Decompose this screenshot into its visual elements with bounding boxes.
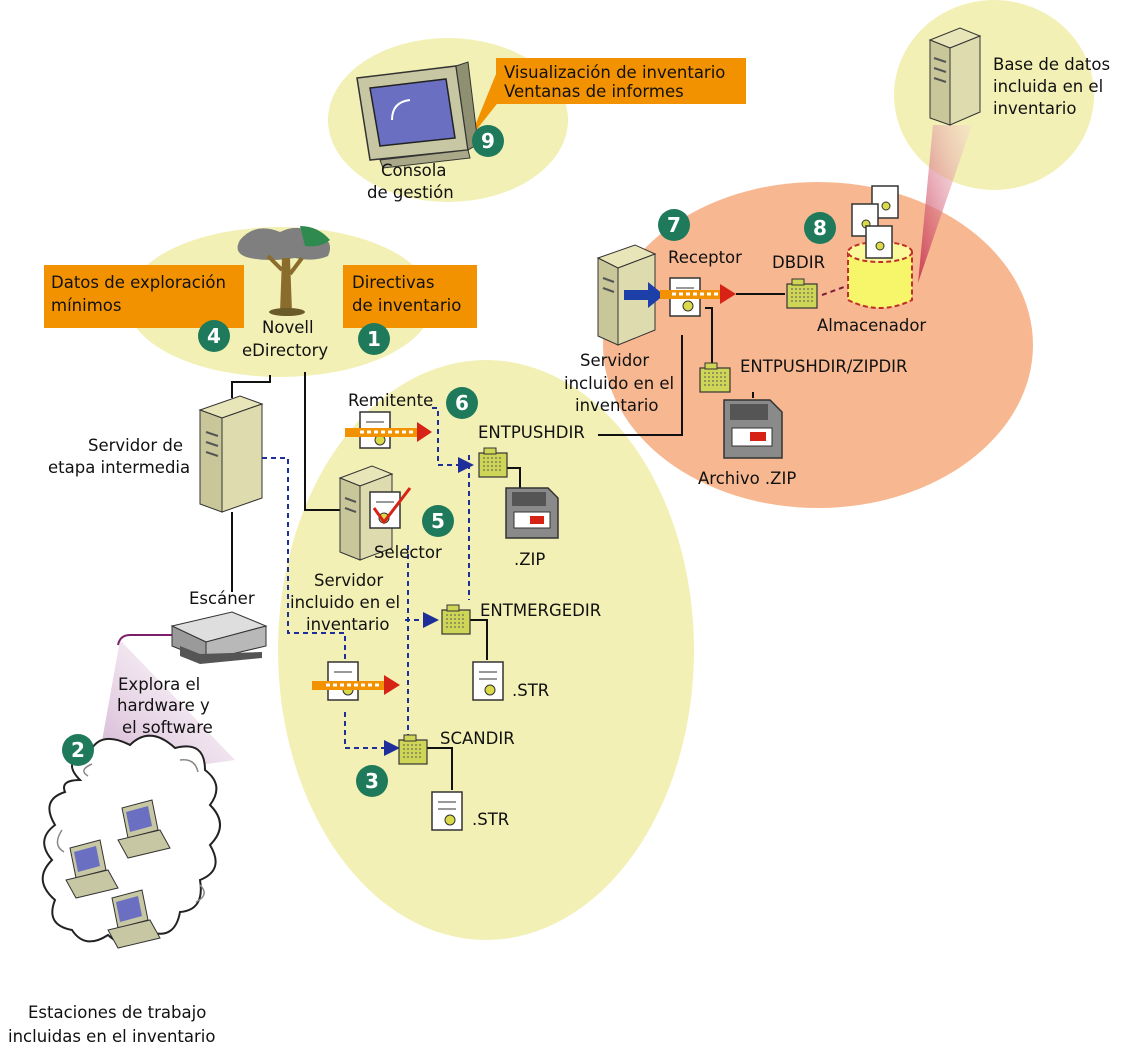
zip-disk-icon: [723, 399, 783, 459]
database-server-icon: [928, 27, 982, 126]
badge-4-number: 4: [207, 324, 221, 348]
transfer-arrow-icon: [312, 675, 400, 695]
monitor-icon: [356, 61, 479, 169]
novell-label-line1: Novell: [262, 318, 314, 337]
rserver-label-line2: incluido en el: [564, 374, 674, 393]
callout-policies-line1: Directivas: [352, 273, 434, 292]
badge-9-number: 9: [481, 129, 495, 153]
callout-policies: Directivas de inventario: [343, 265, 477, 328]
selector-document-icon: [369, 487, 412, 529]
badge-7-number: 7: [667, 213, 681, 237]
console-label-line2: de gestión: [367, 183, 454, 202]
step-badge-5: 5: [422, 505, 454, 537]
data-flow-dashed: [262, 407, 474, 756]
entmergedir-label: ENTMERGEDIR: [480, 601, 601, 620]
database-beam: [918, 125, 972, 283]
transfer-arrow-icon: [345, 422, 432, 442]
entpush-zipdir-label: ENTPUSHDIR/ZIPDIR: [740, 357, 908, 376]
console-label-line1: Consola: [381, 161, 446, 180]
scandir-label: SCANDIR: [440, 729, 515, 748]
zip-file-label: Archivo .ZIP: [698, 469, 796, 488]
folder-icon: [699, 362, 731, 393]
document-icon: [472, 661, 504, 701]
rserver-label-line1: Servidor: [580, 351, 649, 370]
novell-label-line2: eDirectory: [242, 341, 328, 360]
str1-label: .STR: [512, 681, 549, 700]
document-icon: [431, 791, 463, 831]
scans-label-line1: Explora el: [118, 675, 200, 694]
receiving-server-zone: [603, 182, 1033, 508]
callout-min-scan-line2: mínimos: [51, 296, 121, 315]
badge-8-number: 8: [813, 216, 827, 240]
badge-1-number: 1: [367, 327, 381, 351]
db-label-line3: inventario: [993, 99, 1076, 118]
badge-2-number: 2: [71, 738, 85, 762]
zip-disk-icon: [505, 487, 559, 539]
step-badge-2: 2: [62, 734, 94, 766]
computer-icon: [107, 889, 161, 949]
step-badge-7: 7: [658, 209, 690, 241]
callout-inventory-view-line1: Visualización de inventario: [504, 63, 725, 82]
step-badge-3: 3: [356, 765, 388, 797]
workstations-label-line2: incluidas en el inventario: [8, 1027, 215, 1046]
folder-icon: [786, 278, 818, 309]
entpushdir-label: ENTPUSHDIR: [478, 423, 585, 442]
folder-icon: [478, 447, 508, 478]
computer-icon: [65, 839, 119, 899]
callout-min-scan-line1: Datos de exploración: [51, 273, 226, 292]
inv-server-label-line2: incluido en el: [290, 593, 400, 612]
storer-database-icon: [847, 241, 913, 309]
scans-label-line2: hardware y: [117, 696, 210, 715]
rserver-label-line3: inventario: [575, 396, 658, 415]
selector-label: Selector: [374, 543, 442, 562]
zip-label: .ZIP: [514, 550, 545, 569]
sender-label: Remitente: [348, 391, 433, 410]
computer-icon: [117, 799, 171, 859]
tree-icon: [237, 226, 331, 316]
db-label-line1: Base de datos: [993, 55, 1110, 74]
str2-label: .STR: [472, 810, 509, 829]
step-badge-6: 6: [446, 387, 478, 419]
scanner-icon: [170, 611, 268, 664]
inv-server-label-line3: inventario: [306, 615, 389, 634]
callout-inventory-view-line2: Ventanas de informes: [504, 82, 684, 101]
workstations-label-line1: Estaciones de trabajo: [28, 1003, 206, 1022]
scanner-cable: [117, 634, 172, 646]
callout-min-scan: Datos de exploración mínimos: [44, 265, 244, 328]
step-badge-9: 9: [472, 125, 504, 157]
step-badge-1: 1: [358, 323, 390, 355]
connector-lines: [231, 307, 754, 790]
callout-policies-line2: de inventario: [352, 296, 461, 315]
callout-inventory-view: Visualización de inventario Ventanas de …: [470, 58, 746, 138]
inv-server-label-line1: Servidor: [314, 571, 383, 590]
transfer-arrow-icon: [660, 284, 736, 304]
receiver-label: Receptor: [668, 248, 742, 267]
receive-arrow-icon: [624, 282, 664, 308]
staging-server-icon: [198, 395, 264, 513]
badge-6-number: 6: [455, 391, 469, 415]
db-label-line2: incluida en el: [993, 77, 1103, 96]
folder-icon: [441, 604, 471, 635]
scanner-label: Escáner: [189, 589, 255, 608]
staging-label-line1: Servidor de: [88, 436, 183, 455]
staging-label-line2: etapa intermedia: [48, 458, 190, 477]
storer-label: Almacenador: [817, 316, 926, 335]
badge-5-number: 5: [431, 509, 445, 533]
step-badge-8: 8: [804, 212, 836, 244]
folder-icon: [398, 734, 428, 765]
document-stack-icon: [851, 185, 899, 259]
badge-3-number: 3: [365, 769, 379, 793]
scans-label-line3: el software: [122, 718, 213, 737]
step-badge-4: 4: [198, 320, 230, 352]
dbdir-label: DBDIR: [772, 253, 825, 272]
